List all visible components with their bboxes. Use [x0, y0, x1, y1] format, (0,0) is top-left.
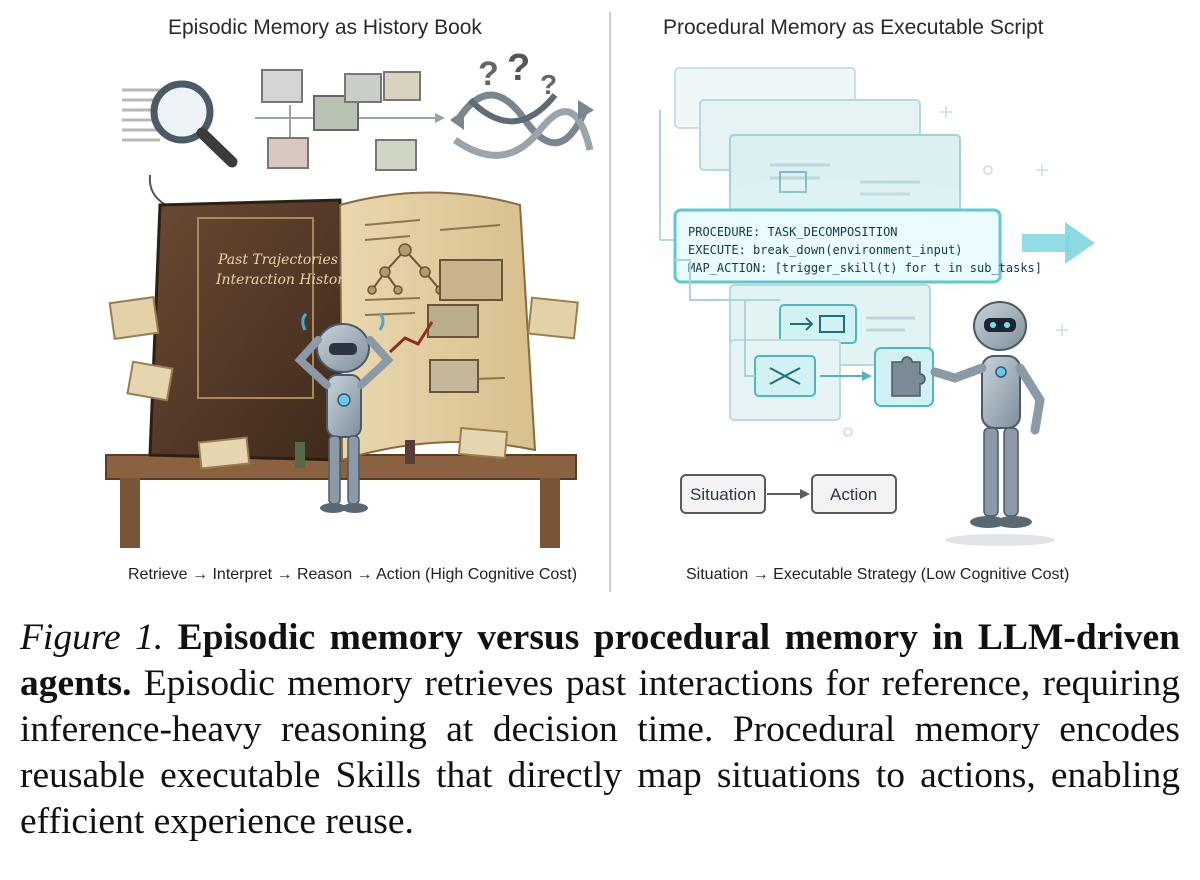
- book-title-line1: Past Trajectories /: [217, 252, 348, 268]
- timeline-illustration: [255, 70, 445, 170]
- code-line-map-action: MAP_ACTION: [trigger_skill(t) for t in s…: [688, 261, 1042, 275]
- pointing-robot-illustration: [935, 302, 1055, 546]
- right-panel-title: Procedural Memory as Executable Script: [663, 16, 1044, 39]
- magnifier-illustration: [122, 84, 232, 205]
- question-mark: ?: [507, 47, 530, 89]
- figure-illustration: ? ? ? Past Trajectories / Interaction Hi…: [0, 0, 1200, 600]
- book-title-line2: Interaction History: [215, 272, 353, 288]
- code-box: PROCEDURE: TASK_DECOMPOSITION EXECUTE: b…: [675, 210, 1042, 282]
- action-label: Action: [830, 485, 877, 504]
- code-line-execute: EXECUTE: break_down(environment_input): [688, 243, 963, 257]
- figure-description: Episodic memory retrieves past interacti…: [20, 663, 1180, 842]
- right-panel-footer: Situation → Executable Strategy (Low Cog…: [686, 566, 1069, 583]
- question-mark: ?: [540, 69, 557, 100]
- code-line-procedure: PROCEDURE: TASK_DECOMPOSITION: [688, 225, 898, 239]
- left-panel-title: Episodic Memory as History Book: [168, 16, 482, 39]
- wooden-table: [106, 455, 576, 548]
- confusion-arrows-illustration: ? ? ?: [450, 47, 594, 155]
- situation-label: Situation: [690, 485, 756, 504]
- figure-panel: ? ? ? Past Trajectories / Interaction Hi…: [0, 0, 1200, 600]
- figure-caption: Figure 1. Episodic memory versus procedu…: [20, 615, 1180, 845]
- figure-label: Figure 1.: [20, 617, 163, 658]
- question-mark: ?: [478, 55, 499, 93]
- situation-action-flow: Situation Action: [681, 475, 896, 513]
- left-panel-footer: Retrieve → Interpret → Reason → Action (…: [128, 566, 577, 583]
